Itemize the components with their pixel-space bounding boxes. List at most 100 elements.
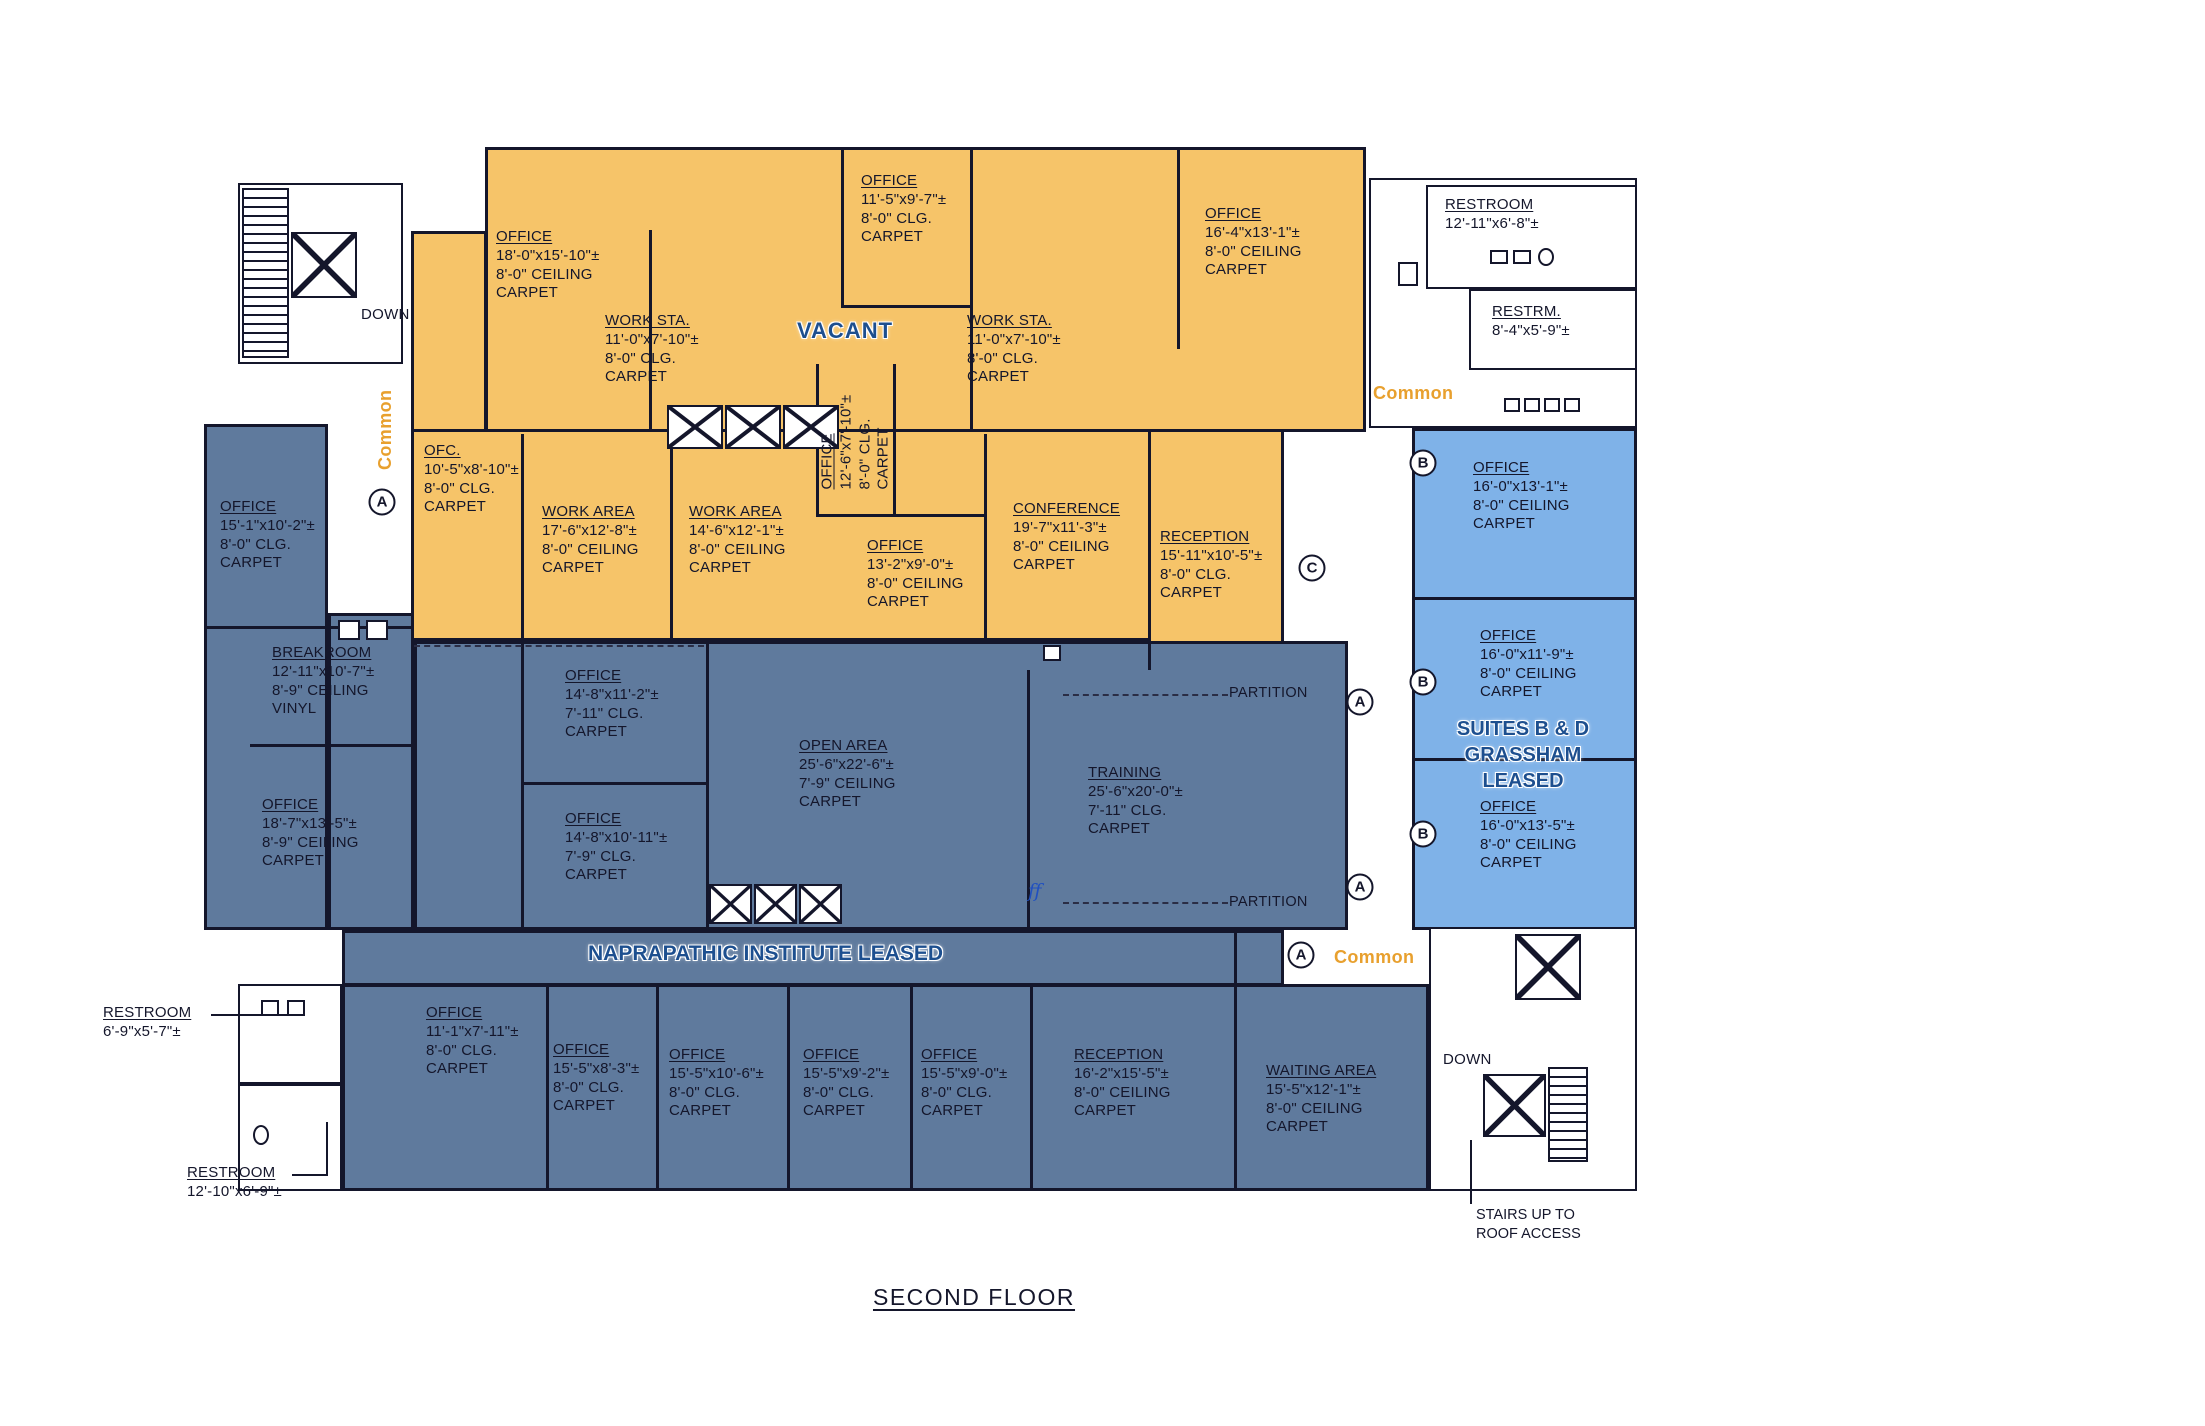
stairs-roof-note: STAIRS UP TO ROOF ACCESS [1476,1206,1581,1244]
room-name: OFFICE [496,228,553,245]
room-name: OFFICE [1205,205,1262,222]
room-floor: VINYL [272,700,317,718]
room-name: OFFICE [565,667,622,684]
wall [656,986,659,1189]
wall [546,986,549,1189]
room-ceiling: 8'-0" CEILING [1074,1083,1171,1101]
room-ceiling: 8'-0" CLG. [426,1041,498,1059]
room-floor: CARPET [1473,515,1536,533]
room-name: OFFICE [921,1046,978,1063]
zone-restroom-left-upper [238,984,342,1084]
room-dims: 12'-10"x6'-9"± [187,1182,282,1200]
room-name: OFFICE [1480,798,1537,815]
room-floor: CARPET [605,368,668,386]
room-floor: CARPET [1074,1102,1137,1120]
room-dims: 13'-2"x9'-0"± [867,555,954,573]
room-name: WORK STA. [967,312,1052,329]
sink-icon [366,620,388,640]
room-name: RESTROOM [103,1004,192,1021]
toilet-icon [253,1125,269,1145]
page-title: SECOND FLOOR [872,1284,1076,1310]
shaft-x-icon [667,405,723,449]
room-name: OFFICE [867,537,924,554]
wall [1234,932,1237,1189]
room-ceiling: 8'-0" CLG. [803,1083,875,1101]
wall [649,230,652,430]
room-floor: CARPET [669,1102,732,1120]
room-dims: 18'-0"x15'-10"± [496,246,600,264]
sink-icon [1504,398,1520,412]
shaft-x-icon [291,232,357,298]
room-name: RESTROOM [1445,196,1534,213]
wall [523,782,708,785]
sink-icon [1043,645,1061,661]
door-marker-c: C [1298,554,1326,582]
room-name: OFFICE [861,172,918,189]
door-marker-b: B [1409,449,1437,477]
room-name: CONFERENCE [1013,500,1121,517]
room-dims: 12'-6"x7'-10"± [837,394,855,490]
dashed-partition-line [1063,902,1228,904]
partition-label: PARTITION [1229,894,1308,910]
room-ceiling: 8'-0" CEILING [1480,835,1577,853]
room-dims: 11'-0"x7'-10"± [605,330,699,348]
room-floor: CARPET [967,368,1030,386]
zone-nap-left-a [204,424,328,930]
room-dims: 12'-11"x6'-8"± [1445,214,1539,232]
leader-line [326,1122,328,1176]
room-ceiling: 8'-9" CEILING [272,681,369,699]
room-name: WORK AREA [542,503,635,520]
room-floor: CARPET [426,1060,489,1078]
shaft-x-icon [754,884,797,924]
room-dims: 15'-5"x9'-2"± [803,1064,890,1082]
wall [1177,149,1180,349]
stair-treads-icon [242,188,289,358]
room-ceiling: 8'-0" CEILING [542,540,639,558]
room-floor: CARPET [262,852,325,870]
room-name: RECEPTION [1160,528,1250,545]
room-ceiling: 8'-0" CLG. [1160,565,1232,583]
wall [893,364,896,516]
zone-vacant-left [411,231,487,432]
room-ceiling: 8'-0" CLG. [861,209,933,227]
down-label: DOWN [1443,1051,1492,1068]
shaft-x-icon [1515,934,1581,1000]
toilet-icon [1538,248,1554,266]
room-name: OFFICE [565,810,622,827]
room-name: RECEPTION [1074,1046,1164,1063]
room-floor: CARPET [1480,683,1543,701]
room-name: OFFICE [1480,627,1537,644]
sink-icon [338,620,360,640]
zone-vacant-top [485,147,1366,432]
room-dims: 14'-6"x12'-1"± [689,521,784,539]
room-dims: 16'-0"x13'-1"± [1473,477,1568,495]
sink-icon [1564,398,1580,412]
wall [670,434,673,639]
suites-zone-label: SUITES B & D GRASSHAM LEASED [1457,716,1589,794]
room-name: RESTRM. [1492,303,1561,320]
wall [706,642,709,928]
wall [984,434,987,639]
room-floor: CARPET [565,866,628,884]
shaft-x-icon [783,405,839,449]
door-marker-a: A [1287,941,1315,969]
room-name: WORK AREA [689,503,782,520]
room-label-ofc-10x8: OFC.10'-5"x8'-10"±8'-0" CLG.CARPET [424,442,519,517]
dashed-partition-line [414,645,704,647]
room-dims: 12'-11"x10'-7"± [272,662,375,680]
room-ceiling: 8'-0" CEILING [689,540,786,558]
room-dims: 16'-0"x11'-9"± [1480,645,1574,663]
shaft-x-icon [709,884,752,924]
room-dims: 15'-5"x10'-6"± [669,1064,764,1082]
zone-nap-mid [414,641,1348,930]
